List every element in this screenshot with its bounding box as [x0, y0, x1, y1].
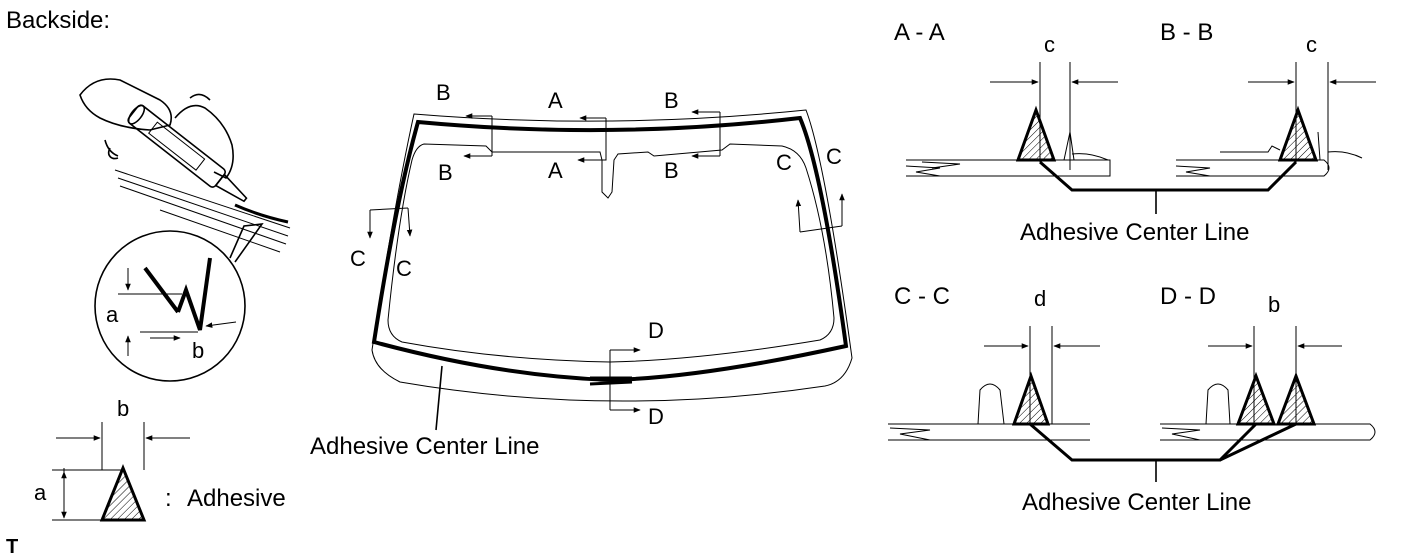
section-label-c-right-outer: C: [826, 144, 842, 169]
section-label-a-bottom: A: [548, 158, 563, 183]
section-label-b-left-top: B: [436, 80, 451, 105]
section-label-b-right-top: B: [664, 88, 679, 113]
legend-separator: :: [165, 485, 172, 512]
section-label-c-left-inner: C: [396, 256, 412, 281]
nozzle-illustration: a b: [79, 78, 291, 382]
section-label-b-left-bottom: B: [438, 160, 453, 185]
section-bottom-caption: Adhesive Center Line: [1022, 489, 1251, 516]
section-label-d-bottom: D: [648, 404, 664, 429]
legend-dim-b: b: [117, 396, 129, 421]
section-label-c-right-inner: C: [776, 150, 792, 175]
section-top-caption: Adhesive Center Line: [1020, 219, 1249, 246]
windshield-caption: Adhesive Center Line: [310, 433, 539, 460]
footer-mark: T: [6, 536, 18, 558]
section-cc-title: C - C: [894, 283, 950, 310]
section-cc-drawing: d: [888, 286, 1100, 441]
section-dd-dim: b: [1268, 292, 1280, 317]
section-aa-dim: c: [1044, 32, 1055, 57]
section-cc-dim: d: [1034, 286, 1046, 311]
section-aa-title: A - A: [894, 19, 945, 46]
section-label-d-top: D: [648, 318, 664, 343]
adhesive-legend: b a : Adhesive: [34, 396, 286, 522]
section-dd-drawing: b: [1160, 292, 1376, 441]
section-markers: A A B B B B C C C C D D: [350, 80, 845, 429]
section-bb-dim: c: [1306, 32, 1317, 57]
legend-dim-a: a: [34, 480, 47, 505]
section-bb-drawing: c: [1175, 32, 1376, 177]
nozzle-dim-a: a: [106, 302, 119, 327]
legend-label: Adhesive: [187, 485, 286, 512]
legend-adhesive-bead: [99, 463, 147, 522]
page-title: Backside:: [6, 7, 110, 34]
windshield-outline: [371, 109, 853, 402]
section-bb-title: B - B: [1160, 19, 1213, 46]
section-label-b-right-bottom: B: [664, 158, 679, 183]
section-dd-title: D - D: [1160, 283, 1216, 310]
nozzle-dim-b: b: [192, 338, 204, 363]
section-label-a-top: A: [548, 88, 563, 113]
section-label-c-left-outer: C: [350, 246, 366, 271]
section-aa-drawing: c: [905, 32, 1118, 177]
